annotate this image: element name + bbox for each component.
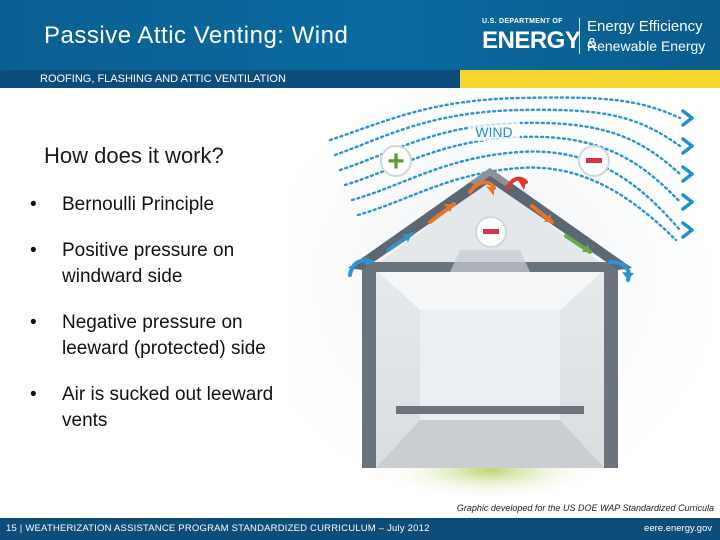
- graphic-credit: Graphic developed for the US DOE WAP Sta…: [456, 503, 714, 513]
- attic-venting-diagram: + WIND: [285, 88, 715, 498]
- footer-bar: 15 | WEATHERIZATION ASSISTANCE PROGRAM S…: [0, 518, 720, 540]
- logo-office-line2: Renewable Energy: [587, 38, 706, 54]
- bullet-marker: •: [30, 240, 37, 261]
- room-floor: [376, 420, 604, 468]
- attic-flow-ridge-right: [506, 176, 528, 190]
- minus-pressure-badge-attic: [475, 216, 507, 248]
- plus-pressure-badge: +: [380, 145, 412, 178]
- bullet-marker: •: [30, 384, 37, 405]
- footer-website-link[interactable]: eere.energy.gov: [644, 523, 712, 534]
- roof: [348, 168, 632, 270]
- logo-energy: ENERGY: [482, 27, 581, 54]
- attic-flow-ridge-left: [468, 180, 496, 194]
- bullet-item: • Bernoulli Principle: [30, 192, 290, 218]
- attic-shadow: [450, 250, 530, 272]
- logo-agency: U.S. DEPARTMENT OF: [482, 18, 563, 25]
- wind-label: WIND: [475, 124, 512, 140]
- minus-pressure-badge-roof: [578, 145, 610, 177]
- bullet-text: Bernoulli Principle: [62, 194, 215, 215]
- section-accent-stripe: [460, 70, 720, 88]
- floor-slab: [396, 406, 584, 414]
- house-cross-section: [348, 168, 632, 468]
- wind-lines: [328, 96, 682, 242]
- bullet-text: Negative pressure on leeward (protected)…: [62, 312, 266, 359]
- logo-office-line1: Energy Efficiency &: [587, 18, 703, 52]
- left-wall: [362, 268, 376, 468]
- wind-label-bg: [468, 121, 520, 141]
- bullet-item: • Positive pressure on windward side: [30, 238, 290, 290]
- doe-eere-logo: U.S. DEPARTMENT OF ENERGY Energy Efficie…: [482, 14, 712, 58]
- wind-chevrons: [681, 109, 694, 239]
- slide-title: Passive Attic Venting: Wind: [44, 22, 349, 49]
- bullet-marker: •: [30, 312, 37, 333]
- section-label: ROOFING, FLASHING AND ATTIC VENTILATION: [40, 73, 286, 85]
- bullet-text: Positive pressure on windward side: [62, 240, 235, 287]
- logo-separator: [579, 18, 580, 54]
- bullet-list: • Bernoulli Principle • Positive pressur…: [30, 192, 290, 454]
- bullet-marker: •: [30, 194, 37, 215]
- bullet-item: • Air is sucked out leeward vents: [30, 382, 290, 434]
- room-ceiling-face: [376, 270, 604, 310]
- section-bar: ROOFING, FLASHING AND ATTIC VENTILATION: [0, 70, 460, 88]
- bullet-text: Air is sucked out leeward vents: [62, 384, 274, 431]
- bullet-item: • Negative pressure on leeward (protecte…: [30, 310, 290, 362]
- footer-page-info: 15 | WEATHERIZATION ASSISTANCE PROGRAM S…: [6, 523, 430, 534]
- header-bar: Passive Attic Venting: Wind U.S. DEPARTM…: [0, 0, 720, 70]
- room-back-wall: [420, 310, 560, 420]
- question-heading: How does it work?: [44, 143, 224, 168]
- right-wall: [604, 268, 618, 468]
- airflow-arrowheads: [364, 180, 634, 280]
- plus-symbol: +: [387, 145, 405, 178]
